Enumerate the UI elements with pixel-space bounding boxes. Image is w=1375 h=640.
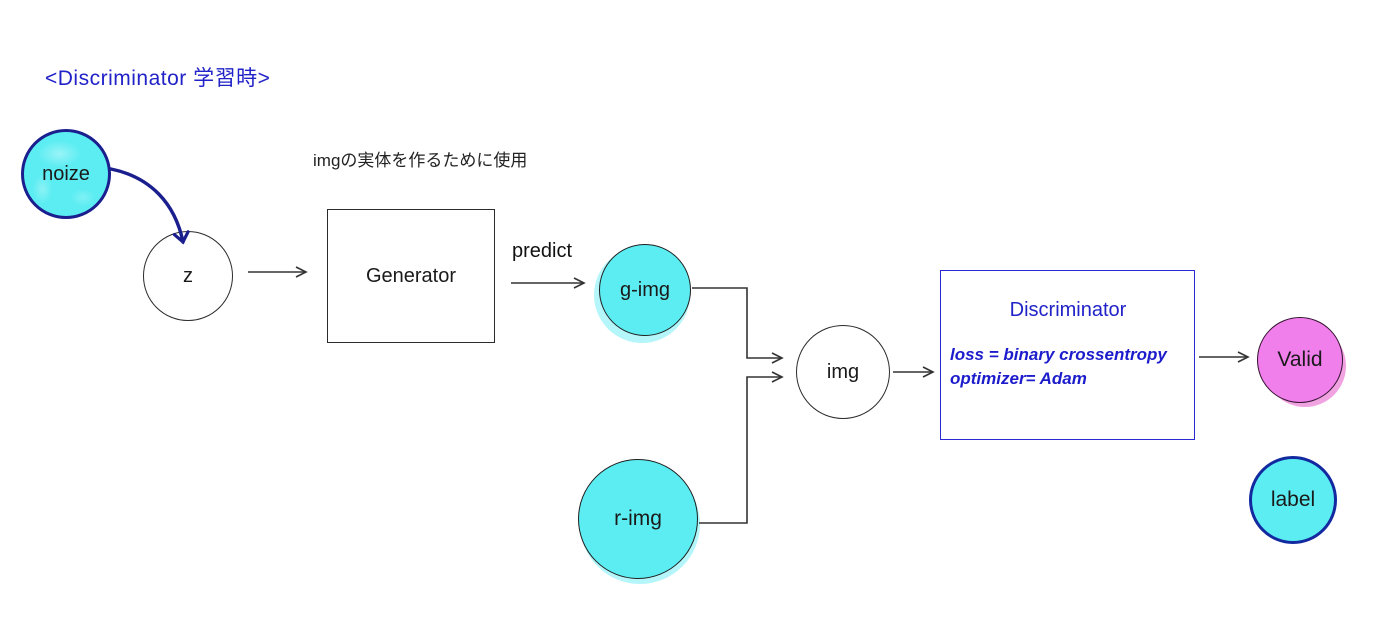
- node-img: img: [796, 325, 890, 419]
- node-r-img: r-img: [578, 459, 698, 579]
- discriminator-title: Discriminator: [1009, 299, 1127, 321]
- node-label-label: label: [1270, 488, 1316, 511]
- node-z: z: [143, 231, 233, 321]
- arrow-rimg-to-img: [699, 371, 784, 524]
- discriminator-params: loss = binary crossentropy optimizer= Ad…: [950, 343, 1186, 391]
- node-discriminator: Discriminator loss = binary crossentropy…: [940, 270, 1195, 440]
- node-generator-label: Generator: [365, 264, 457, 287]
- node-g-img: g-img: [599, 244, 691, 336]
- node-img-label: img: [826, 360, 860, 383]
- discriminator-loss: loss = binary crossentropy: [950, 345, 1167, 364]
- node-noize: noize: [21, 129, 111, 219]
- node-z-label: z: [183, 264, 193, 287]
- node-label: label: [1249, 456, 1337, 544]
- node-g-img-label: g-img: [619, 278, 670, 301]
- generator-annotation: imgの実体を作るために使用: [313, 151, 528, 170]
- node-generator: Generator: [327, 209, 495, 343]
- arrow-gimg-to-img: [692, 287, 784, 364]
- node-noize-label: noize: [42, 162, 90, 185]
- predict-edge-label: predict: [512, 240, 573, 262]
- node-r-img-label: r-img: [614, 507, 662, 530]
- discriminator-optimizer: optimizer= Adam: [950, 369, 1087, 388]
- diagram-title: <Discriminator 学習時>: [45, 67, 271, 90]
- arrow-noize-to-z: [109, 167, 190, 245]
- node-valid-label: Valid: [1277, 348, 1323, 371]
- node-valid: Valid: [1257, 317, 1343, 403]
